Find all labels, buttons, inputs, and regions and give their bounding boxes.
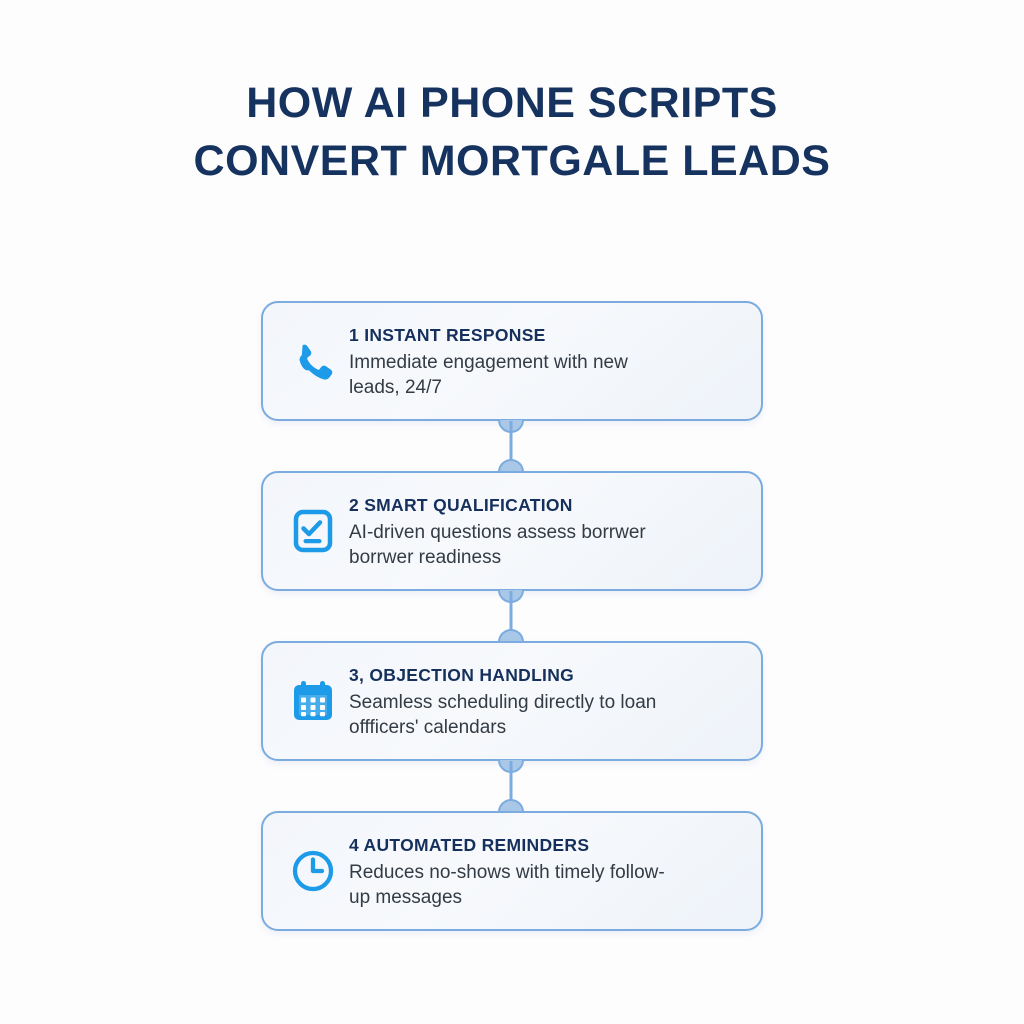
step-card-objection-handling[interactable]: 3, OBJECTION HANDLING Seamless schedulin… xyxy=(261,641,763,761)
flow-step-3: 3, OBJECTION HANDLING Seamless schedulin… xyxy=(261,641,763,812)
step-description: Immediate engagement with new leads, 24/… xyxy=(349,352,628,398)
step-card-smart-qualification[interactable]: 2 SMART QUALIFICATION AI-driven question… xyxy=(261,471,763,591)
step-heading: 3, OBJECTION HANDLING xyxy=(349,665,575,685)
step-card-automated-reminders[interactable]: 4 AUTOMATED REMINDERS Reduces no-shows w… xyxy=(261,811,763,931)
connector-line xyxy=(509,591,513,641)
step-heading: 4 AUTOMATED REMINDERS xyxy=(349,835,590,855)
clock-icon xyxy=(285,843,341,899)
flow-step-1: 1 INSTANT RESPONSE Immediate engagement … xyxy=(261,301,763,472)
step-description: AI-driven questions assess borrwer borrw… xyxy=(349,522,646,568)
page-title: HOW AI PHONE SCRIPTS CONVERT MORTGALE LE… xyxy=(0,74,1024,190)
flow-step-2: 2 SMART QUALIFICATION AI-driven question… xyxy=(261,471,763,642)
page-title-line-1: HOW AI PHONE SCRIPTS xyxy=(246,79,778,127)
page-title-line-2: CONVERT MORTGALE LEADS xyxy=(193,137,831,185)
step-heading: 2 SMART QUALIFICATION xyxy=(349,495,573,515)
process-flow: 1 INSTANT RESPONSE Immediate engagement … xyxy=(261,301,763,931)
step-text-block: 2 SMART QUALIFICATION AI-driven question… xyxy=(349,492,741,570)
calendar-icon xyxy=(285,673,341,729)
checklist-icon xyxy=(285,503,341,559)
phone-icon xyxy=(285,333,341,389)
step-description: Seamless scheduling directly to loan off… xyxy=(349,692,657,738)
connector-line xyxy=(509,761,513,811)
flow-connector-1-2 xyxy=(261,420,763,472)
step-card-instant-response[interactable]: 1 INSTANT RESPONSE Immediate engagement … xyxy=(261,301,763,421)
flow-connector-3-4 xyxy=(261,760,763,812)
flow-connector-2-3 xyxy=(261,590,763,642)
step-heading: 1 INSTANT RESPONSE xyxy=(349,325,546,345)
step-description: Reduces no-shows with timely follow-up m… xyxy=(349,862,665,908)
step-text-block: 4 AUTOMATED REMINDERS Reduces no-shows w… xyxy=(349,832,741,910)
flow-step-4: 4 AUTOMATED REMINDERS Reduces no-shows w… xyxy=(261,811,763,931)
step-text-block: 3, OBJECTION HANDLING Seamless schedulin… xyxy=(349,662,741,740)
connector-line xyxy=(509,421,513,471)
step-text-block: 1 INSTANT RESPONSE Immediate engagement … xyxy=(349,322,741,400)
